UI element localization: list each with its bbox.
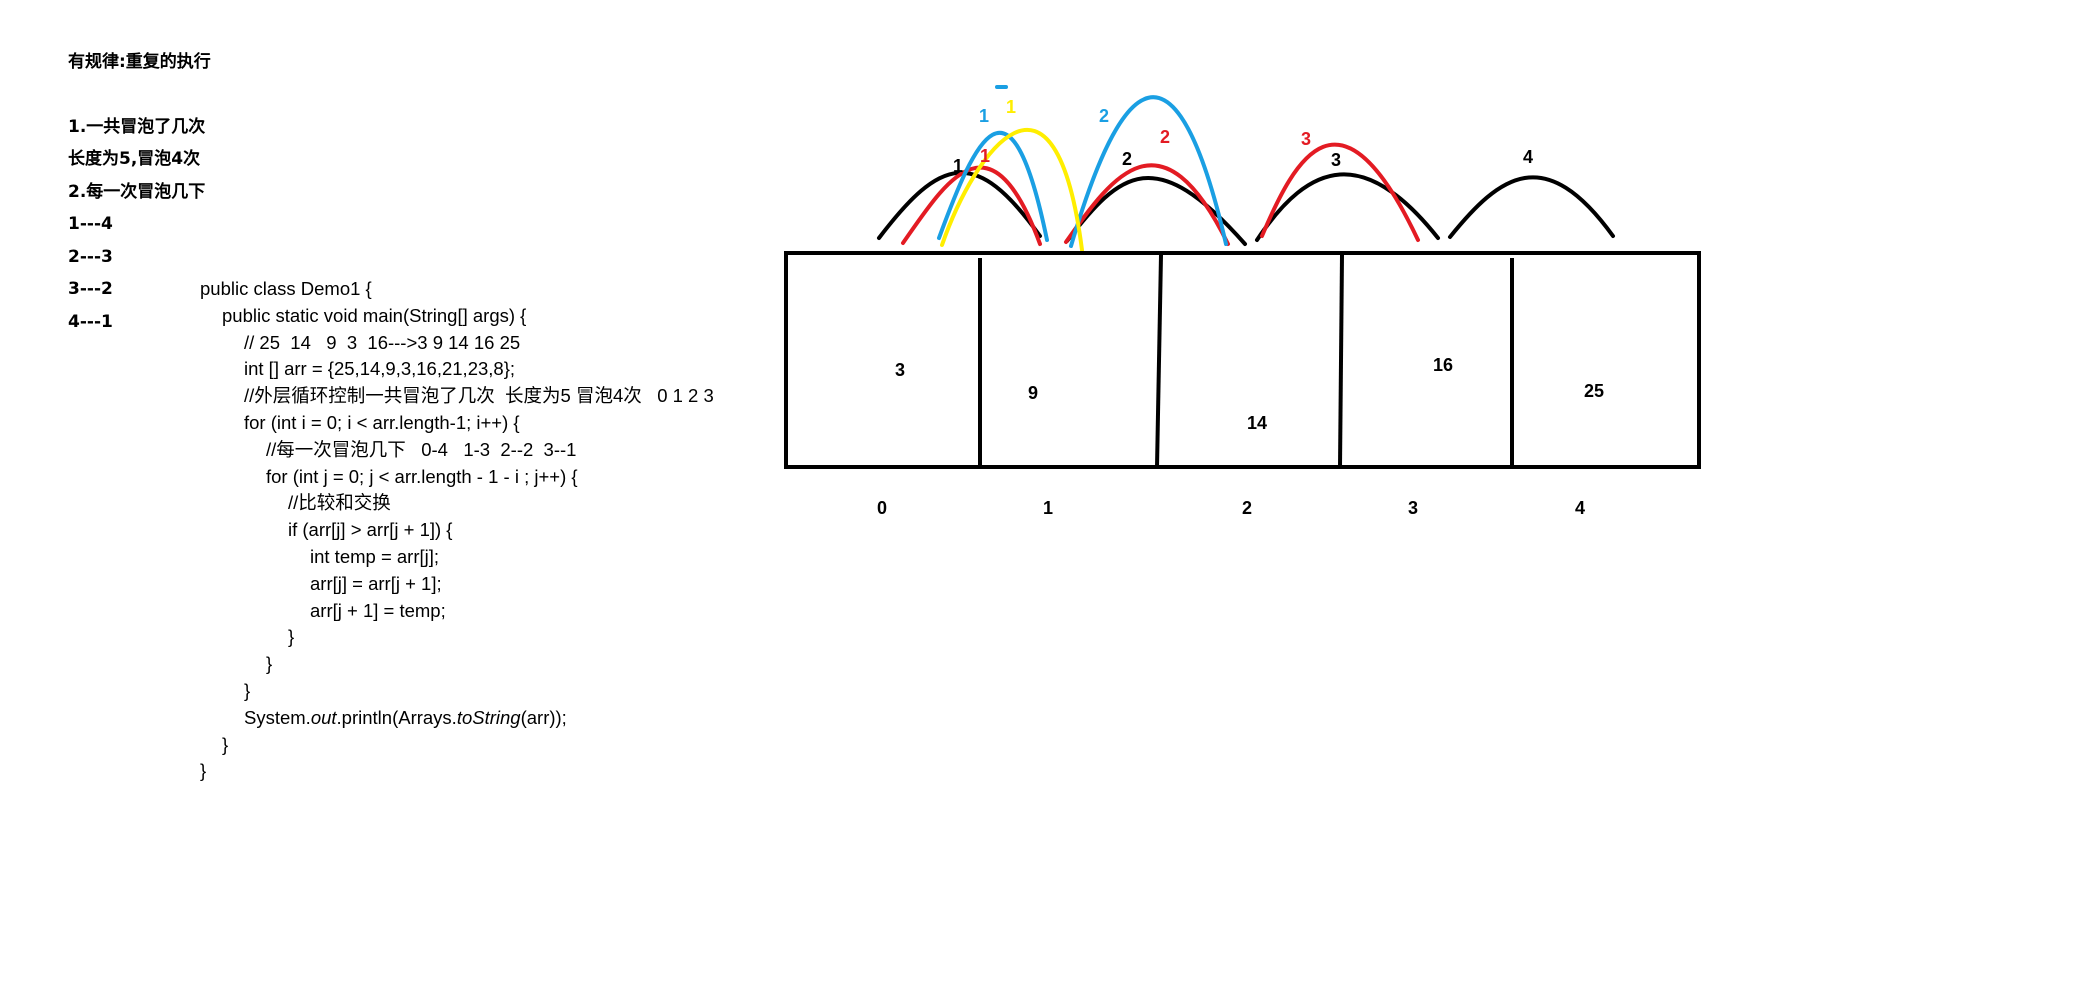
code-line: //每一次冒泡几下 0-4 1-3 2--2 3--1 — [266, 438, 577, 460]
code-line: for (int j = 0; j < arr.length - 1 - i ;… — [266, 465, 578, 487]
code-line: public static void main(String[] args) { — [222, 304, 527, 326]
code-line: // 25 14 9 3 16--->3 9 14 16 25 — [244, 331, 521, 353]
code-line: //外层循环控制一共冒泡了几次 长度为5 冒泡4次 0 1 2 3 — [244, 385, 714, 407]
cell-value: 9 — [1028, 383, 1038, 403]
arc-label-red: 1 — [980, 146, 990, 166]
index-label: 2 — [1242, 498, 1252, 518]
notes-question-1: 1.一共冒泡了几次 — [68, 116, 206, 137]
cell-value: 16 — [1433, 355, 1453, 375]
arc-label-blue: 2 — [1099, 106, 1109, 126]
arc-label-black: 1 — [953, 156, 963, 176]
cell-value: 25 — [1584, 381, 1604, 401]
code-line: } — [244, 679, 251, 701]
swap-arc-black — [877, 170, 1042, 240]
code-line: for (int i = 0; i < arr.length-1; i++) { — [244, 411, 520, 433]
notes-panel: 有规律:重复的执行 1.一共冒泡了几次 长度为5,冒泡4次 2.每一次冒泡几下 … — [68, 46, 211, 338]
code-token: (arr)); — [520, 706, 567, 728]
notes-pair-2: 2---3 — [68, 246, 113, 267]
code-token: System. — [244, 706, 311, 728]
swap-arc-black — [1448, 175, 1615, 239]
code-line: if (arr[j] > arr[j + 1]) { — [288, 519, 453, 541]
arc-label-blue: 1 — [979, 106, 989, 126]
index-label: 3 — [1408, 498, 1418, 518]
notes-title: 有规律:重复的执行 — [68, 52, 211, 72]
cell-value: 14 — [1247, 413, 1267, 433]
code-line: public class Demo1 { — [200, 278, 372, 299]
code-token: .println(Arrays. — [336, 706, 457, 728]
arc-label-black: 4 — [1523, 147, 1533, 167]
code-line: arr[j] = arr[j + 1]; — [310, 572, 442, 594]
code-line: } — [288, 626, 295, 648]
swap-arc-blue — [1069, 95, 1228, 248]
swap-arc-red — [1064, 163, 1230, 246]
notes-pair-1: 1---4 — [68, 214, 113, 234]
code-line-println: System.out.println(Arrays.toString(arr))… — [200, 705, 714, 732]
code-line: //比较和交换 — [288, 492, 391, 514]
notes-question-2: 2.每一次冒泡几下 — [68, 181, 206, 202]
code-line: arr[j + 1] = temp; — [310, 599, 446, 621]
code-token-italic: toString — [456, 706, 521, 728]
arc-label-red: 2 — [1160, 127, 1170, 147]
index-label: 1 — [1043, 498, 1053, 518]
swap-arc-yellow — [940, 128, 1084, 252]
code-token-italic: out — [310, 706, 337, 728]
arc-label-black: 2 — [1122, 149, 1132, 169]
array-frame — [784, 251, 1701, 469]
code-line: int [] arr = {25,14,9,3,16,21,23,8}; — [244, 358, 516, 380]
array-divider — [1338, 254, 1344, 468]
swap-arc-black — [1255, 172, 1440, 242]
swap-arc-blue — [937, 130, 1049, 242]
arc-label-black: 3 — [1331, 150, 1341, 170]
array-divider — [1155, 254, 1163, 468]
code-line: } — [222, 733, 229, 755]
cell-value: 3 — [895, 360, 905, 380]
code-block: public class Demo1 { public static void … — [200, 276, 714, 785]
notes-answer-1: 长度为5,冒泡4次 — [68, 149, 201, 169]
arc-label-yellow: 1 — [1006, 97, 1016, 117]
code-line: } — [266, 653, 273, 675]
index-label: 0 — [877, 498, 887, 518]
code-line: } — [200, 760, 207, 782]
arc-label-red: 3 — [1301, 129, 1311, 149]
notes-pair-3: 3---2 — [68, 279, 113, 299]
notes-pair-4: 4---1 — [68, 311, 113, 332]
swap-arc-red — [1260, 142, 1420, 242]
index-label: 4 — [1575, 498, 1585, 518]
code-line: int temp = arr[j]; — [310, 545, 440, 567]
